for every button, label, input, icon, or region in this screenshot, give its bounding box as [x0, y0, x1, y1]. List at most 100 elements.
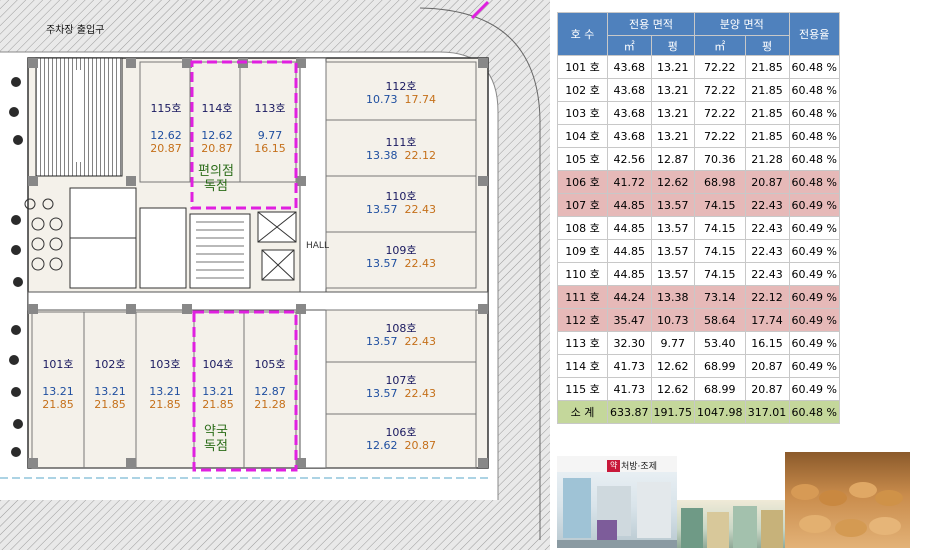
cell-ex-py: 13.57: [650, 239, 695, 263]
exclusive-zone-convenience: [190, 60, 298, 210]
header-ratio: 전용율: [788, 12, 840, 56]
unit-area-m2: 13.57: [366, 203, 398, 216]
exclusive-line: 독점: [204, 179, 228, 194]
cell-sa-m2: 68.98: [694, 170, 746, 194]
header-ex-pyeong: 평: [650, 35, 695, 56]
corridor-vertical: [299, 57, 327, 469]
header-ex-sqm: ㎡: [607, 35, 652, 56]
cell-unit: 113 호: [557, 331, 608, 355]
unit-name: 102호: [94, 358, 126, 371]
unit-area-m2: 13.21: [42, 385, 74, 398]
unit-110: 110호 13.57 22.43: [346, 190, 456, 216]
unit-name: 104호: [202, 358, 234, 371]
unit-115: 115호 12.62 20.87: [146, 102, 186, 155]
cell-ratio: 60.48 %: [788, 147, 840, 171]
stair-core: [139, 207, 187, 289]
floor-plan-drawing: [0, 0, 550, 550]
cell-ratio: 60.49 %: [788, 331, 840, 355]
cell-ex-m2: 32.30: [607, 331, 652, 355]
stair-2: [189, 213, 251, 289]
pharmacy-badge: 약: [607, 460, 621, 472]
unit-name: 113호: [254, 102, 286, 115]
cell-ratio: 60.49 %: [788, 239, 840, 263]
floor-plan: 주차장 출입구 HALL 115호 12.62 20.87 114호 12.62…: [0, 0, 550, 550]
cell-ex-m2: 41.73: [607, 354, 652, 378]
unit-name: 114호: [201, 102, 233, 115]
cell-ratio: 60.48 %: [788, 101, 840, 125]
cell-sa-m2: 74.15: [694, 193, 746, 217]
ramp-center-strip: [74, 70, 84, 162]
unit-104: 104호 13.21 21.85: [198, 358, 238, 411]
unit-name: 115호: [150, 102, 182, 115]
exclusive-pharmacy-label: 약국 독점: [196, 424, 236, 454]
cell-sa-py: 20.87: [744, 170, 790, 194]
unit-area-m2: 13.21: [94, 385, 126, 398]
unit-101: 101호 13.21 21.85: [38, 358, 78, 411]
cell-sa-m2: 73.14: [694, 285, 746, 309]
cell-ex-py: 13.21: [650, 55, 695, 79]
cell-sa-py: 22.43: [744, 193, 790, 217]
unit-area-m2: 13.57: [366, 257, 398, 270]
unit-area-m2: 12.62: [201, 129, 233, 142]
cell-sa-py: 317.01: [744, 400, 790, 424]
unit-area-py: 22.43: [404, 203, 437, 216]
exclusive-line: 독점: [204, 439, 228, 454]
cell-ratio: 60.49 %: [788, 354, 840, 378]
cell-unit: 107 호: [557, 193, 608, 217]
exclusive-convenience-label: 편의점 독점: [196, 164, 236, 194]
unit-area-py: 22.43: [404, 257, 437, 270]
cell-unit: 109 호: [557, 239, 608, 263]
hall-label: HALL: [306, 241, 329, 251]
cell-sa-py: 22.43: [744, 262, 790, 286]
cell-ex-py: 9.77: [650, 331, 695, 355]
unit-112: 112호 10.73 17.74: [346, 80, 456, 106]
unit-area-m2: 12.87: [254, 385, 286, 398]
cell-sa-py: 21.85: [744, 55, 790, 79]
cell-unit: 108 호: [557, 216, 608, 240]
cell-ex-m2: 43.68: [607, 55, 652, 79]
unit-103: 103호 13.21 21.85: [145, 358, 185, 411]
cell-unit: 111 호: [557, 285, 608, 309]
cell-ex-m2: 44.85: [607, 193, 652, 217]
unit-name: 108호: [385, 322, 417, 335]
unit-113: 113호 9.77 16.15: [250, 102, 290, 155]
unit-area-py: 16.15: [254, 142, 286, 155]
unit-name: 112호: [385, 80, 417, 93]
cell-sa-py: 20.87: [744, 377, 790, 401]
unit-area-m2: 9.77: [257, 129, 283, 142]
unit-area-m2: 12.62: [366, 439, 398, 452]
unit-area-m2: 13.21: [149, 385, 181, 398]
cell-unit: 112 호: [557, 308, 608, 332]
cell-sa-m2: 72.22: [694, 78, 746, 102]
unit-109: 109호 13.57 22.43: [346, 244, 456, 270]
stair-treads: [196, 221, 244, 279]
pharmacy-photo: 약 처방·조제: [557, 456, 677, 548]
unit-area-m2: 12.62: [150, 129, 182, 142]
unit-outline-106: [325, 413, 477, 469]
cell-ex-m2: 35.47: [607, 308, 652, 332]
cell-sa-py: 17.74: [744, 308, 790, 332]
site-hatching: [0, 0, 550, 550]
unit-name: 103호: [149, 358, 181, 371]
cell-ex-m2: 43.68: [607, 78, 652, 102]
cell-ratio: 60.48 %: [788, 78, 840, 102]
cell-ex-py: 191.75: [650, 400, 695, 424]
unit-area-py: 20.87: [404, 439, 437, 452]
unit-106: 106호 12.62 20.87: [346, 426, 456, 452]
cell-ratio: 60.48 %: [788, 400, 840, 424]
unit-area-py: 21.85: [202, 398, 234, 411]
header-unit: 호 수: [557, 12, 608, 56]
unit-102: 102호 13.21 21.85: [90, 358, 130, 411]
store-shelves-art: [681, 506, 783, 548]
unit-area-m2: 13.38: [366, 149, 398, 162]
cell-unit: 104 호: [557, 124, 608, 148]
